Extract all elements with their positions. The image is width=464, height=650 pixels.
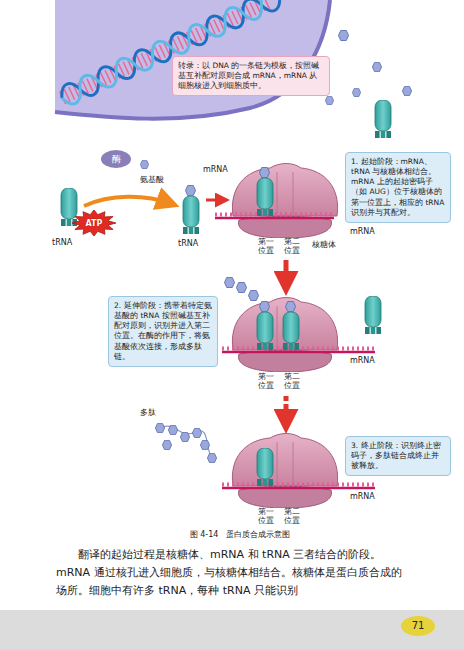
amino-acid <box>185 185 195 195</box>
ribosome <box>232 434 337 509</box>
site-label: 第二 位置 <box>282 238 302 256</box>
trna-figure <box>257 312 273 350</box>
trna-figure <box>365 296 381 334</box>
site-label: 第一 位置 <box>256 373 276 391</box>
trna-figure <box>183 196 199 234</box>
activation-arrow <box>84 197 172 206</box>
trna-figure <box>257 178 273 216</box>
mrna-strand <box>222 487 375 490</box>
footer-band <box>0 610 464 650</box>
mrna-strand <box>222 351 375 354</box>
stage-callout: 3. 终止阶段：识别终止密码子，多肽链合成终止并被释放。 <box>345 436 451 476</box>
molecule-label: mRNA <box>350 492 380 502</box>
trna-figure <box>61 188 77 226</box>
amino-acid <box>259 167 269 177</box>
star-outline <box>72 210 116 236</box>
stage-arrow <box>284 396 289 424</box>
codons <box>215 213 334 217</box>
site-label: 第二 位置 <box>282 373 302 391</box>
molecule-label: 多肽 <box>140 408 164 418</box>
site-label: 第一 位置 <box>256 238 276 256</box>
node-text: ATP <box>86 219 103 228</box>
stage-callout: 2. 延伸阶段：携带着特定氨基酸的 tRNA 按照碱基互补配对原则，识别并进入第… <box>108 296 218 367</box>
node-text: 酶 <box>112 153 121 166</box>
transcription-callout: 转录：以 DNA 的一条链为模板，按照碱基互补配对原则合成 mRNA，mRNA … <box>172 56 330 96</box>
stage-arrow <box>284 260 289 286</box>
stage-callout: 1. 起始阶段：mRNA、tRNA 与核糖体相结合。mRNA 上的起始密码子（如… <box>345 152 451 223</box>
released-peptide <box>155 423 216 462</box>
node-text: 转录：以 DNA 的一条链为模板，按照碱基互补配对原则合成 mRNA，mRNA … <box>178 61 324 91</box>
molecule-label: mRNA <box>203 165 233 175</box>
page-number-badge <box>401 616 435 636</box>
trna-figure <box>257 448 273 486</box>
node-text: 1. 起始阶段：mRNA、tRNA 与核糖体相结合。mRNA 上的起始密码子（如… <box>351 157 445 218</box>
mrna-strand <box>215 217 334 220</box>
molecule-label: 氨基酸 <box>140 175 170 185</box>
stage-arrow <box>206 199 224 202</box>
site-label: 第一 位置 <box>256 508 276 526</box>
site-label: 第二 位置 <box>282 508 302 526</box>
ribosome <box>232 164 337 239</box>
amino-acids <box>140 30 411 168</box>
trna-figure <box>283 312 299 350</box>
enzyme-oval: 酶 <box>101 150 131 168</box>
nuclear-membrane <box>55 0 330 119</box>
molecule-label: tRNA <box>52 238 82 248</box>
atp-star: ATP <box>72 210 116 236</box>
part-label: 核糖体 <box>312 240 344 250</box>
molecule-label: mRNA <box>350 227 380 237</box>
node-text: 3. 终止阶段：识别终止密码子，多肽链合成终止并被释放。 <box>351 441 445 471</box>
growing-peptide <box>224 277 295 311</box>
node-text: 2. 延伸阶段：携带着特定氨基酸的 tRNA 按照碱基互补配对原则，识别并进入第… <box>114 301 212 362</box>
page-number: 71 <box>408 619 428 633</box>
body-text: 翻译的起始过程是核糖体、mRNA 和 tRNA 三者结合的阶段。mRNA 通过核… <box>56 546 410 600</box>
codons <box>222 483 375 487</box>
molecule-label: mRNA <box>350 356 380 366</box>
ribosome <box>232 298 337 373</box>
nucleus-region <box>55 0 330 119</box>
figure-caption: 图 4-14 蛋白质合成示意图 <box>110 529 370 540</box>
trna-figure <box>375 100 391 138</box>
molecule-label: tRNA <box>178 239 208 249</box>
